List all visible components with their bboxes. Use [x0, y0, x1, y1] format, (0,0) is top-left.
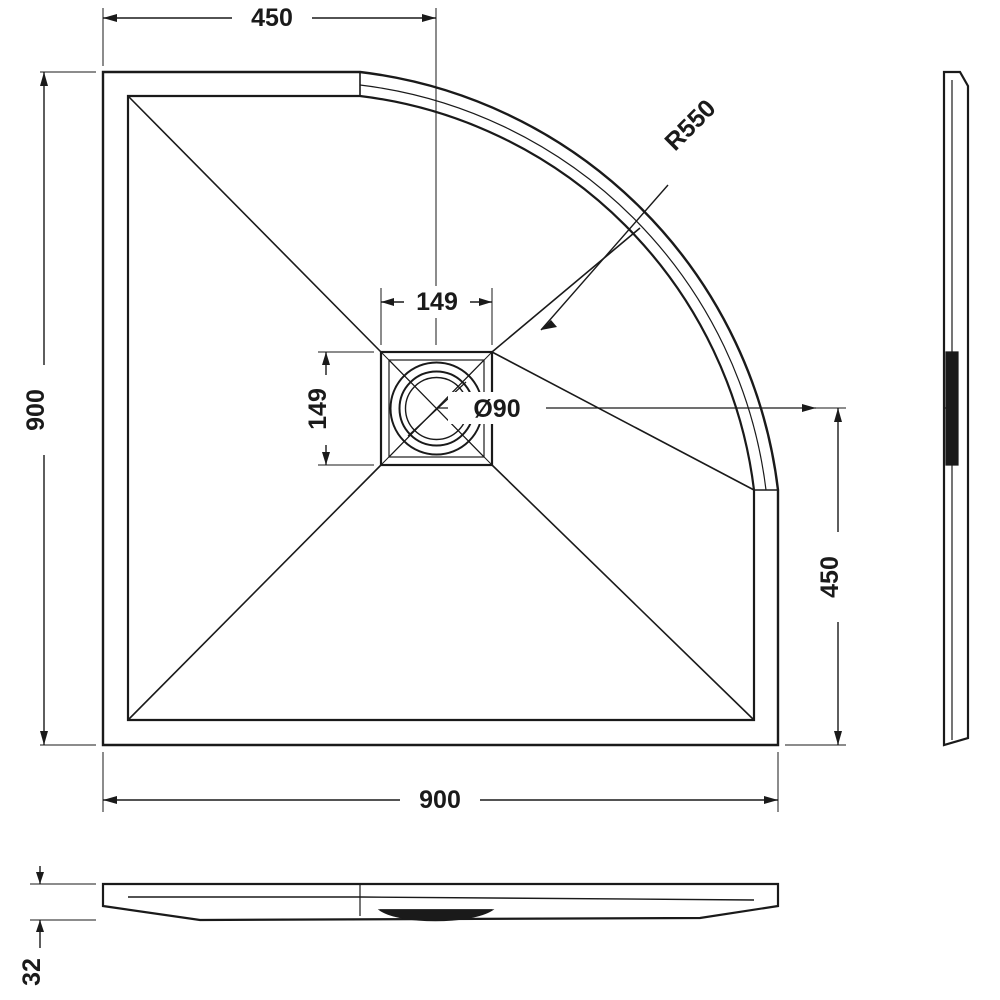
label-backing — [448, 392, 546, 424]
leader-arrow — [802, 404, 816, 412]
leader-line — [540, 184, 669, 331]
dimension-diameter-90: Ø90 — [407, 381, 816, 437]
right-side-elevation — [942, 70, 970, 747]
dimension-bottom-900-label: 900 — [419, 786, 461, 814]
dimension-waste-width-label: 149 — [416, 288, 458, 316]
arrow-left — [381, 298, 394, 306]
slope-line-top-left — [127, 95, 382, 353]
dimension-thickness-label: 32 — [18, 958, 46, 986]
dimension-radius-r550: R550 — [540, 94, 722, 331]
dimension-left-900-label: 900 — [22, 389, 50, 431]
plan-view: 450 900 900 — [22, 2, 856, 816]
dimension-top-450-label: 450 — [251, 4, 293, 32]
front-profile-outline — [101, 882, 780, 922]
dimension-radius-label: R550 — [659, 94, 721, 156]
label-backing — [400, 784, 480, 816]
arrow-top — [36, 872, 44, 884]
dimension-waste-height-label: 149 — [304, 388, 332, 430]
waste-hatch-4 — [380, 351, 493, 466]
front-elevation: 32 — [18, 866, 780, 986]
arrow-left — [103, 14, 117, 22]
dimension-bottom-900: 900 — [102, 752, 779, 816]
front-waste-boss — [377, 909, 495, 922]
label-backing — [822, 532, 856, 622]
label-backing — [28, 365, 62, 455]
dimension-diameter-label: Ø90 — [473, 395, 520, 423]
arrow-bottom — [834, 731, 842, 745]
tray-inner-outline — [126, 94, 756, 722]
arrow-left — [103, 796, 117, 804]
arrow-bottom — [36, 920, 44, 932]
dimension-right-450-label: 450 — [816, 556, 844, 598]
dimension-left-900: 900 — [22, 71, 96, 746]
dimension-waste-height-149: 149 — [304, 351, 374, 466]
arrow-top — [834, 408, 842, 422]
diameter-line — [407, 381, 467, 437]
tray-rim-arc — [359, 84, 767, 491]
arrow-right — [479, 298, 492, 306]
dimension-top-450: 450 — [102, 2, 437, 345]
arrow-right — [422, 14, 436, 22]
waste-grate — [379, 350, 494, 467]
slope-line-right — [491, 351, 755, 491]
side-profile-outline — [942, 70, 970, 747]
slope-line-bottom-left — [127, 464, 382, 721]
arrow-bottom — [322, 452, 330, 465]
tray-outer-outline — [101, 70, 780, 747]
slope-line-bottom-right — [491, 464, 755, 721]
arrow-top — [40, 72, 48, 86]
arrow-bottom — [40, 731, 48, 745]
arrow-right — [764, 796, 778, 804]
label-backing — [232, 2, 312, 34]
arrow-top — [322, 352, 330, 365]
label-backing — [310, 375, 344, 445]
dimension-thickness-32: 32 — [18, 866, 96, 986]
dimension-waste-width-149: 149 — [380, 286, 493, 345]
front-top-edge-line — [128, 896, 755, 901]
leader-arrow — [541, 320, 557, 330]
label-backing — [404, 286, 470, 318]
dimension-right-450: 450 — [500, 407, 856, 746]
slope-line-arc-mid — [491, 227, 641, 353]
